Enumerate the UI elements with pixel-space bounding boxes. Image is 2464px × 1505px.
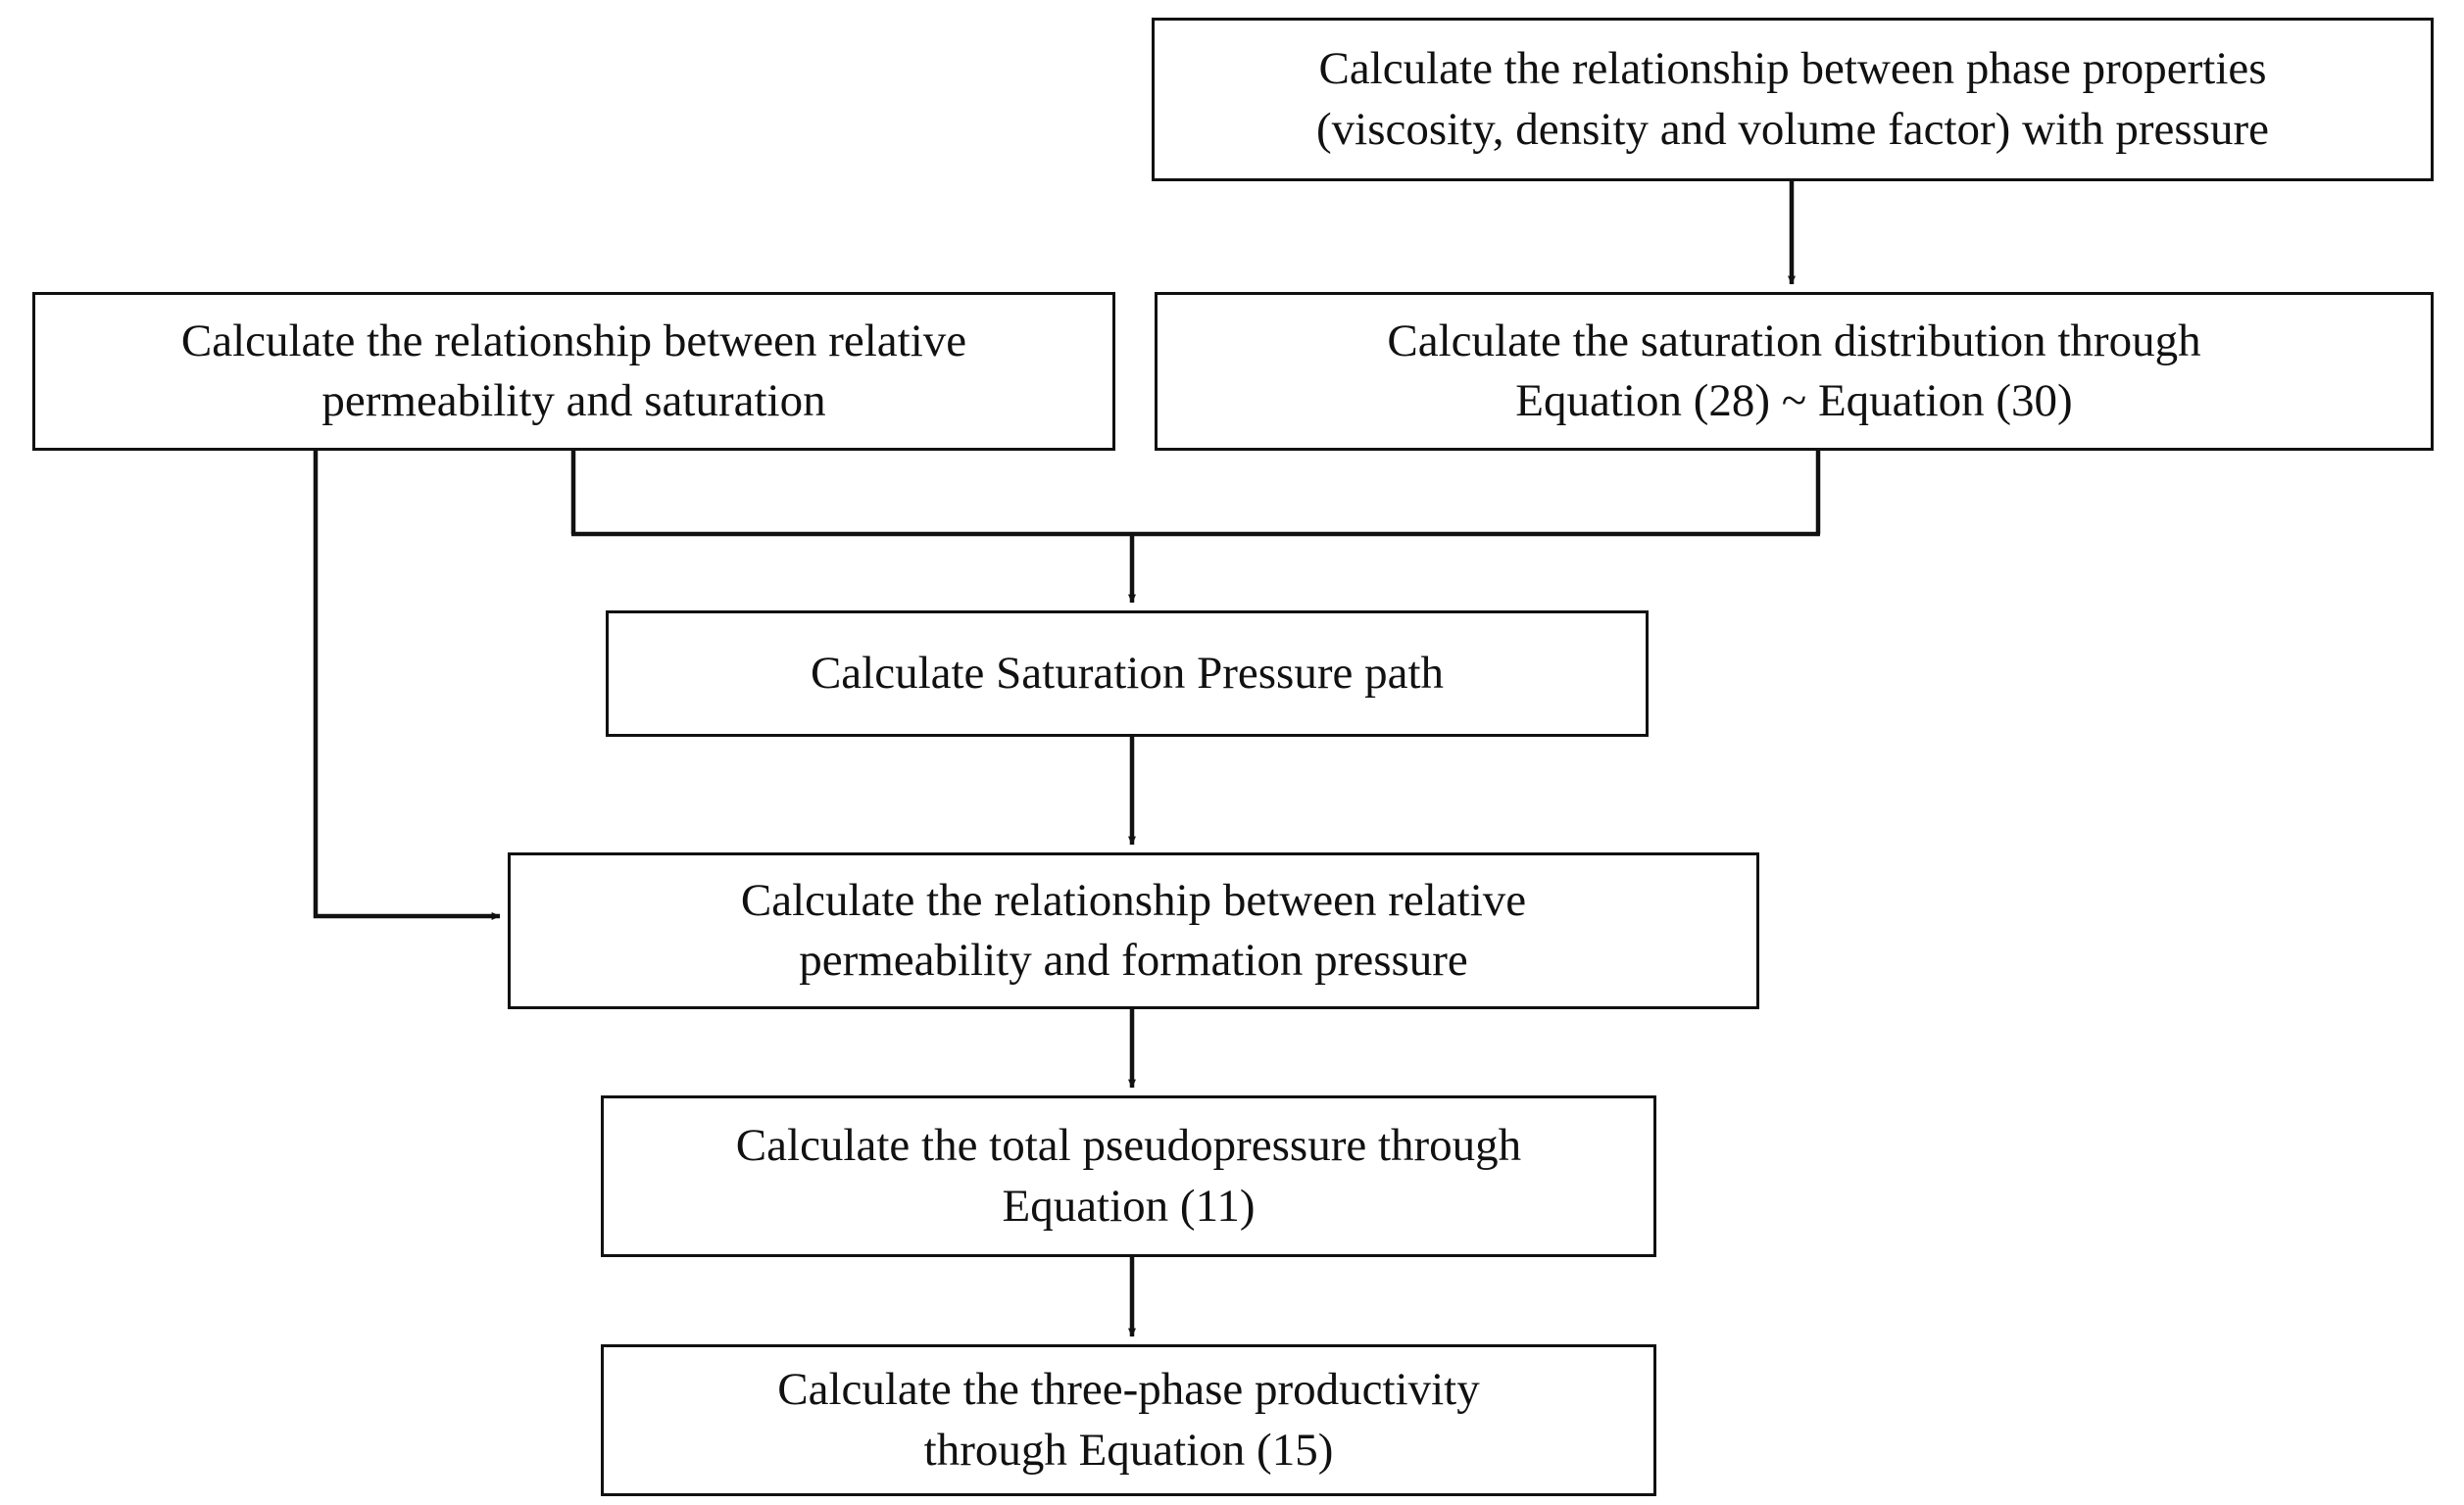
edge-relperm-saturation-to-relperm-formation-pressure bbox=[313, 451, 501, 920]
node-phase-properties-label: Calculate the relationship between phase… bbox=[1316, 43, 2269, 155]
node-saturation-distribution-label: Calculate the saturation distribution th… bbox=[1387, 315, 2201, 426]
node-total-pseudopressure: Calculate the total pseudopressure throu… bbox=[601, 1095, 1656, 1257]
node-three-phase-productivity-label: Calculate the three-phase productivity t… bbox=[777, 1364, 1480, 1476]
node-relperm-saturation: Calculate the relationship between relat… bbox=[32, 292, 1115, 451]
node-saturation-pressure-path: Calculate Saturation Pressure path bbox=[606, 610, 1649, 737]
node-relperm-saturation-label: Calculate the relationship between relat… bbox=[180, 315, 967, 426]
node-saturation-pressure-path-label: Calculate Saturation Pressure path bbox=[810, 647, 1445, 699]
node-total-pseudopressure-label: Calculate the total pseudopressure throu… bbox=[735, 1120, 1522, 1232]
node-relperm-formation-pressure-label: Calculate the relationship between relat… bbox=[740, 874, 1527, 986]
node-phase-properties: Calculate the relationship between phase… bbox=[1152, 18, 2434, 181]
node-three-phase-productivity: Calculate the three-phase productivity t… bbox=[601, 1344, 1656, 1496]
node-saturation-distribution: Calculate the saturation distribution th… bbox=[1155, 292, 2434, 451]
node-relperm-formation-pressure: Calculate the relationship between relat… bbox=[508, 852, 1759, 1009]
